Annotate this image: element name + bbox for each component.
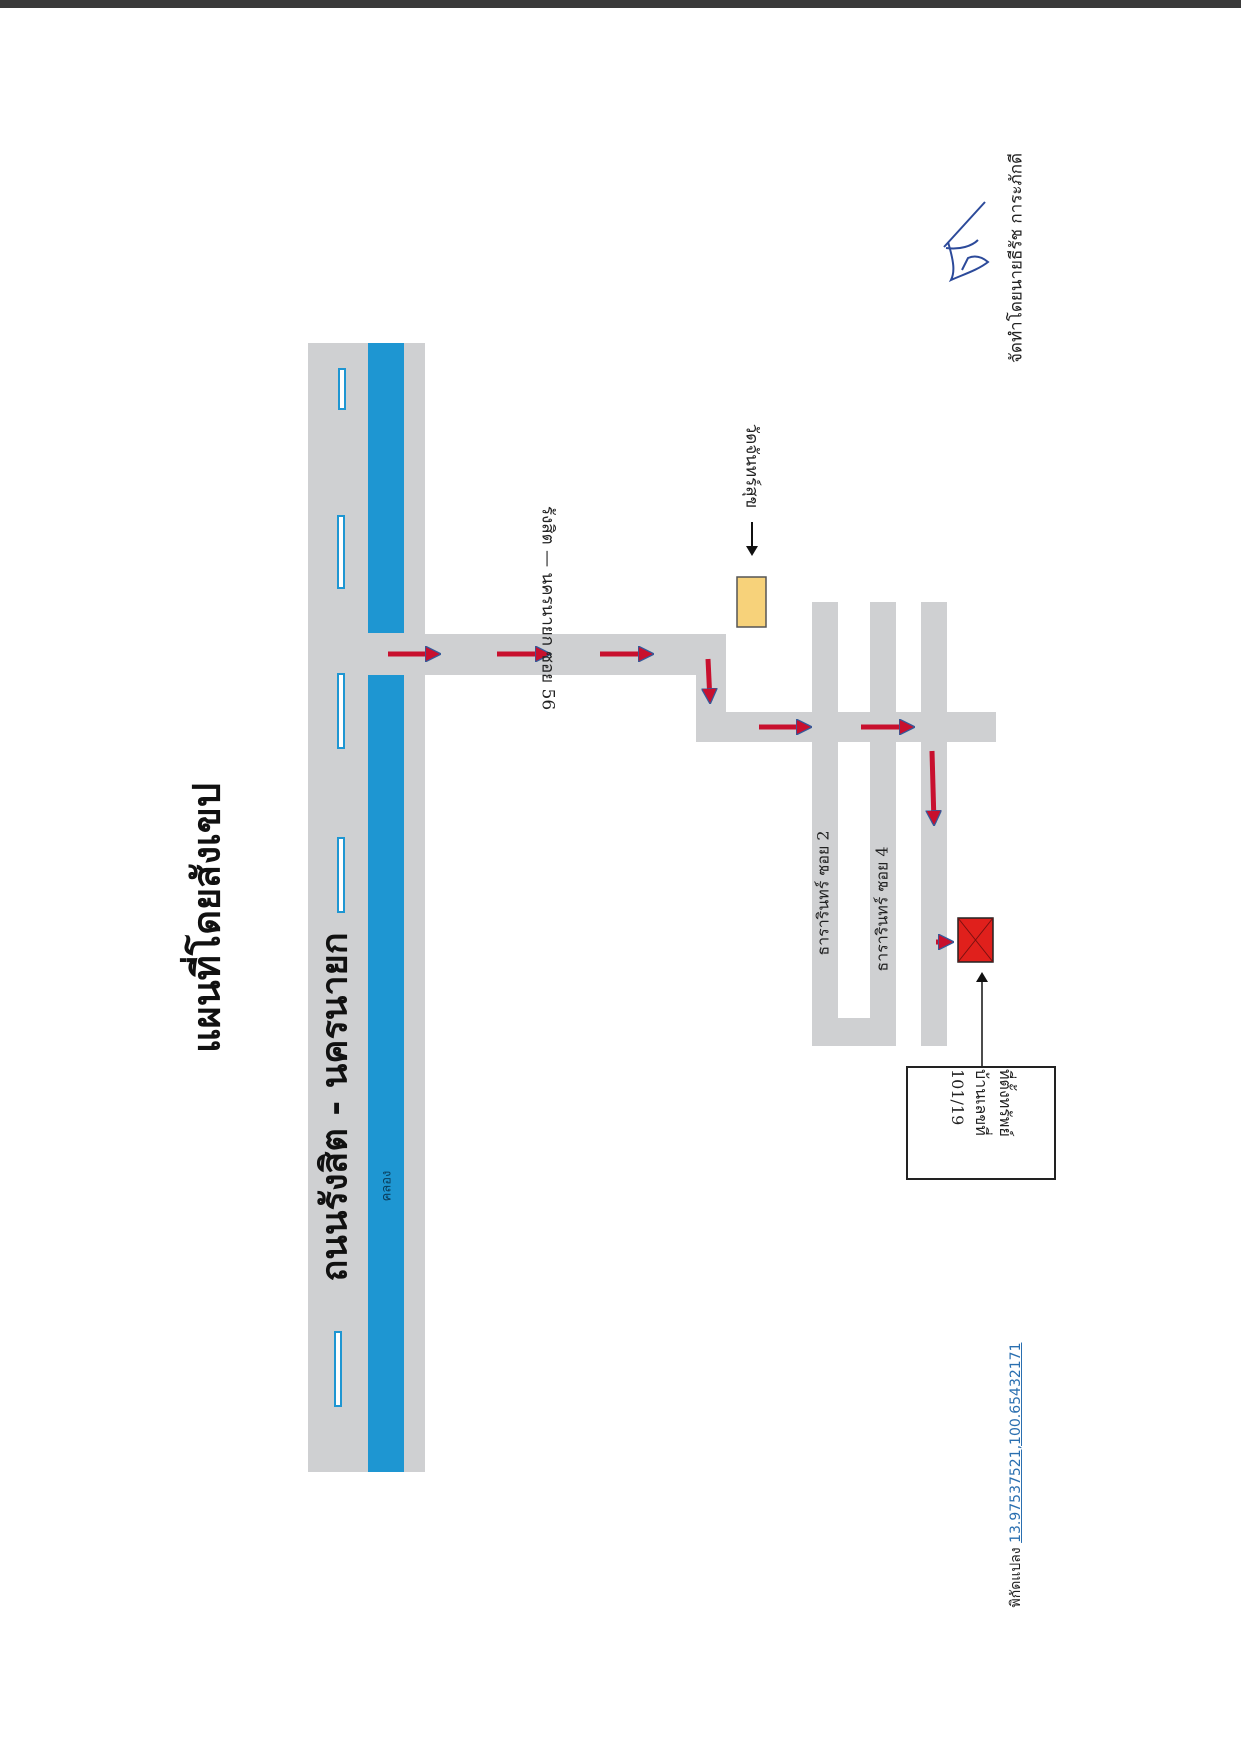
coordinate-link[interactable]: 13.97537521,100.65432171	[1008, 1342, 1024, 1543]
route-arrow	[932, 750, 934, 823]
side-road-label: รังสิต — นครนายก ซอย 56	[537, 505, 558, 711]
temple-label: วัดจันทร์สุข	[741, 423, 762, 509]
canal-label: คลอง	[379, 1170, 395, 1202]
side-road	[420, 634, 726, 675]
soi-2-label: ธารารินทร์ ซอย 2	[813, 830, 833, 956]
author-label: จัดทำโดยนายธีรัช การะภักดี	[1006, 152, 1027, 364]
side-road-east	[696, 712, 996, 742]
coordinate-row: พิกัดแปลง 13.97537521,100.65432171	[1005, 1343, 1027, 1608]
house-number-label: บ้านเลขที่	[972, 1069, 991, 1136]
signature-mark	[943, 201, 990, 283]
temple-marker	[736, 576, 767, 628]
lane-mark	[338, 368, 346, 410]
house-number: 101/19	[948, 1069, 967, 1126]
scan-edge	[0, 0, 1241, 8]
soi-4-label: ธารารินทร์ ซอย 4	[872, 846, 892, 972]
lane-markings	[334, 368, 346, 1407]
property-callout: ที่ตั้งทรัพย์ บ้านเลขที่ 101/19	[906, 1066, 1056, 1180]
canal	[368, 343, 404, 1472]
soi-connector	[812, 1018, 896, 1046]
soi-4-road	[870, 602, 896, 1046]
main-road	[308, 343, 425, 1472]
map-title: แผนที่โดยสังเขป	[183, 783, 229, 1053]
temple-pointer-head	[746, 546, 758, 556]
soi-2-road	[812, 602, 838, 1046]
route-arrow	[708, 658, 710, 701]
route-arrows	[388, 654, 951, 942]
soi-6-road	[921, 602, 947, 1046]
main-road-label: ถนนรังสิต - นครนายก	[313, 932, 356, 1282]
lane-mark	[337, 515, 345, 589]
lane-mark	[337, 673, 345, 749]
property-callout-text: ที่ตั้งทรัพย์ บ้านเลขที่ 101/19	[945, 1069, 1017, 1177]
property-marker	[957, 917, 994, 963]
coordinate-label: พิกัดแปลง	[1008, 1547, 1024, 1608]
property-label: ที่ตั้งทรัพย์	[996, 1069, 1015, 1137]
lane-mark	[337, 837, 345, 913]
property-pointer-head	[976, 972, 988, 982]
property-marker-cross	[957, 917, 994, 963]
lane-mark	[334, 1331, 342, 1407]
